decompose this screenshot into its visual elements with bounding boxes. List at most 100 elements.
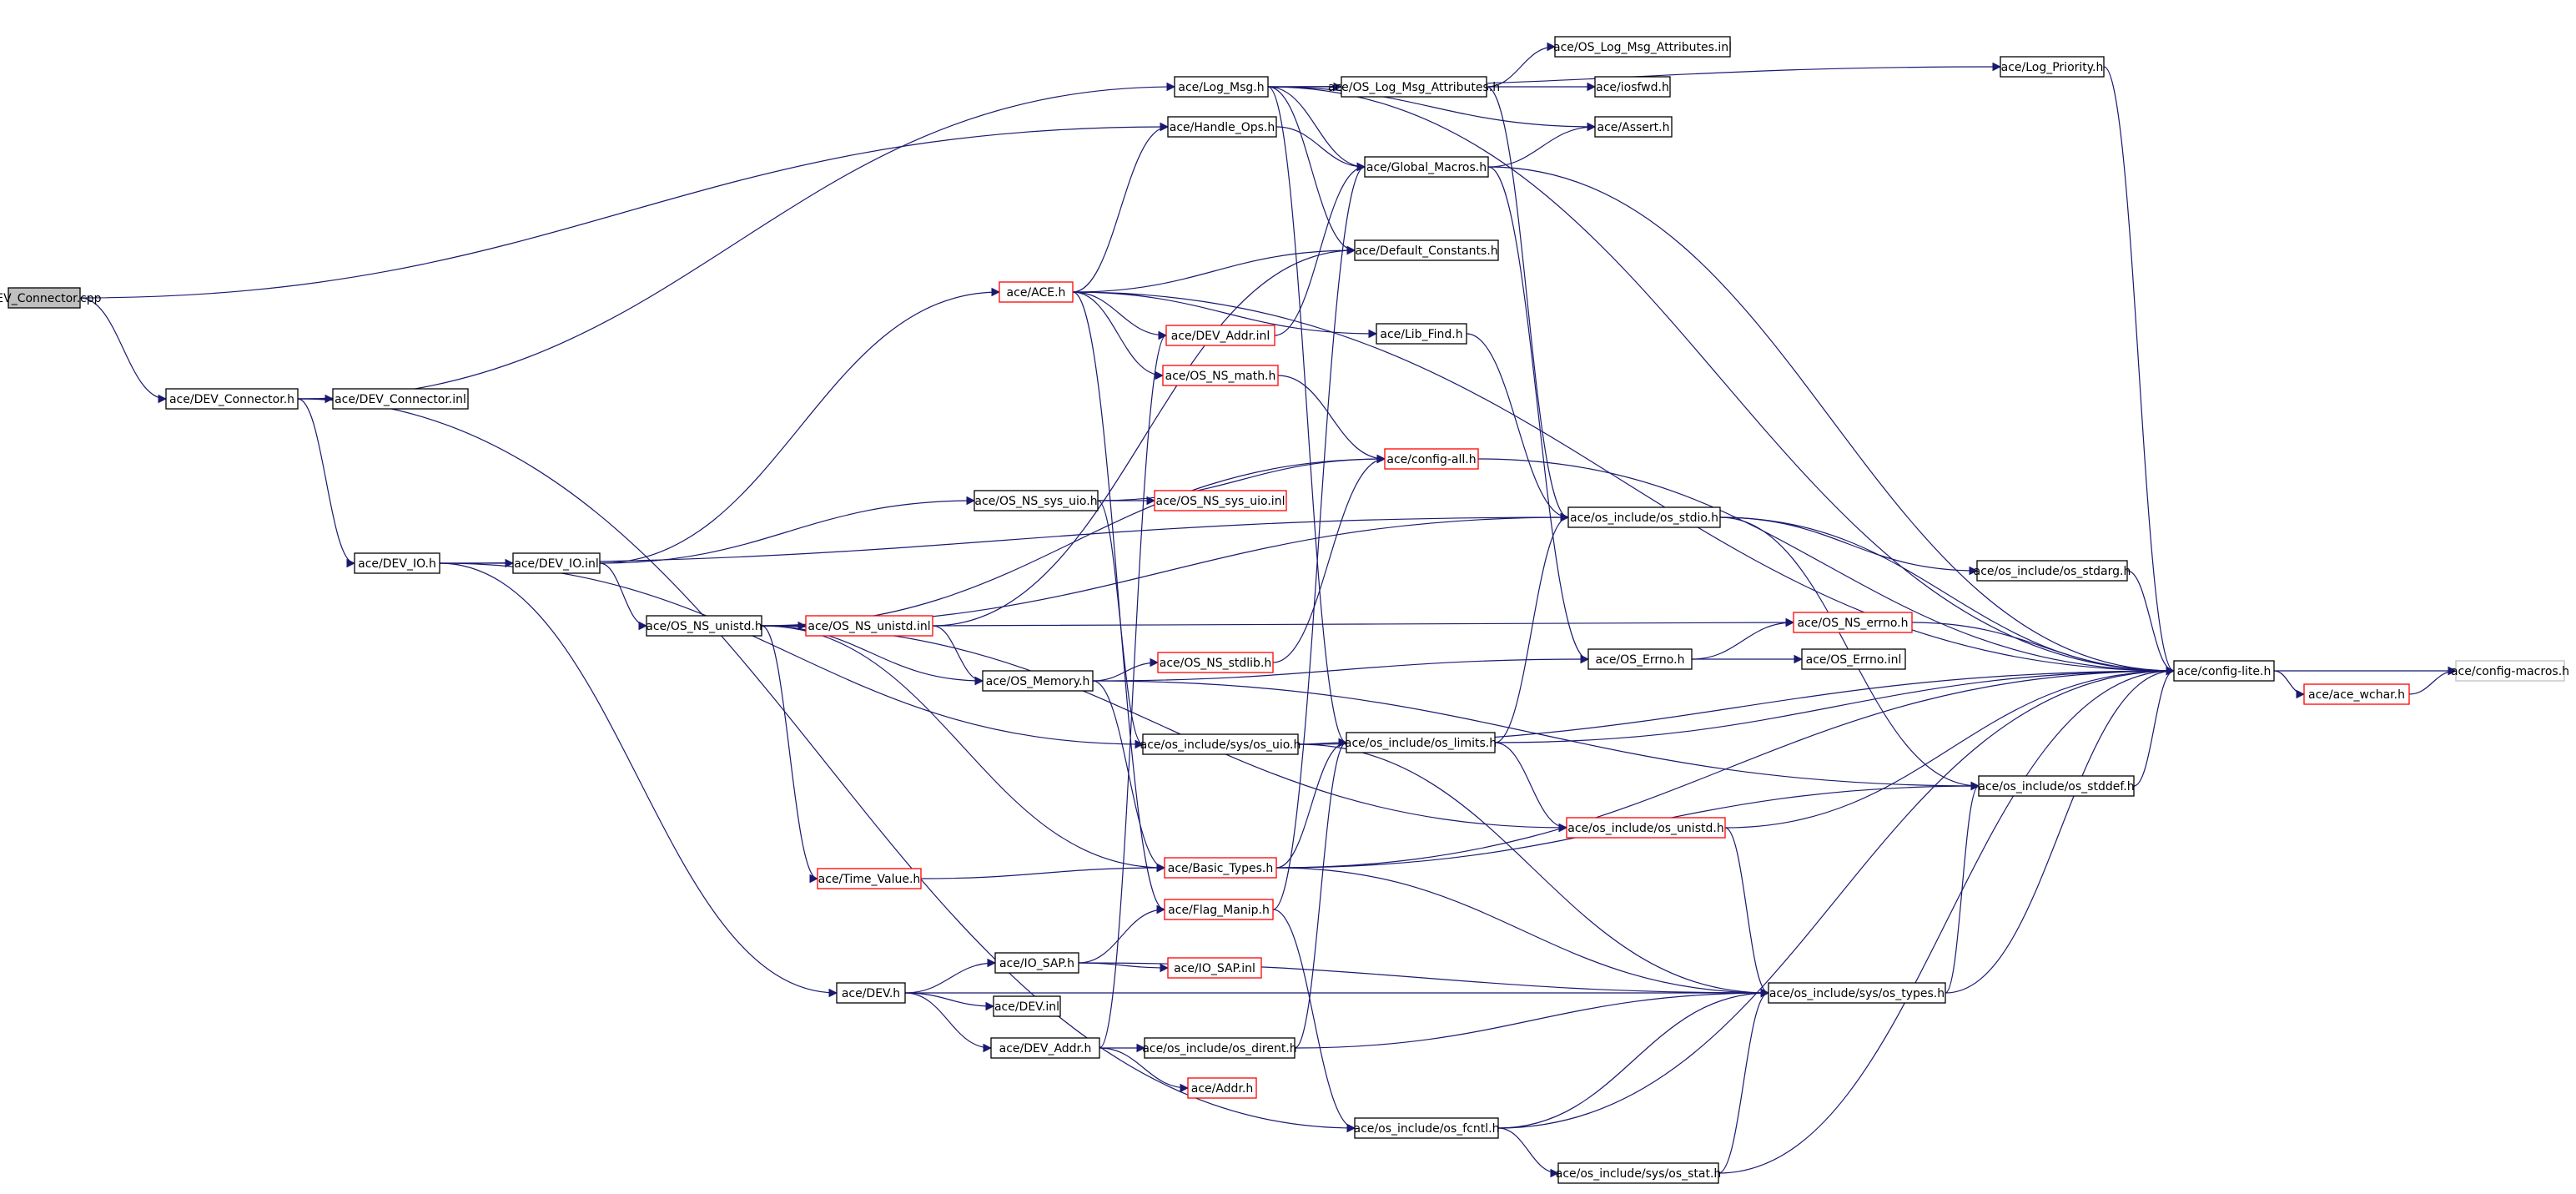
node-label: ace/DEV_IO.h bbox=[358, 557, 436, 571]
node-box bbox=[999, 281, 1074, 303]
dependency-edge bbox=[1486, 42, 1557, 88]
node-label: ace/OS_Memory.h bbox=[986, 675, 1090, 688]
header-file-node[interactable]: ace/os_include/os_stdio.h bbox=[1567, 506, 1721, 528]
header-file-node[interactable]: ace/OS_NS_stdlib.h bbox=[1157, 652, 1274, 673]
header-file-node[interactable]: ace/Assert.h bbox=[1594, 116, 1673, 138]
header-file-node[interactable]: ace/os_include/os_stdarg.h bbox=[1974, 560, 2131, 582]
dependency-edge bbox=[1297, 743, 1770, 998]
header-file-node[interactable]: ace/DEV.inl bbox=[993, 995, 1061, 1017]
header-file-node[interactable]: ace/OS_NS_errno.h bbox=[1793, 612, 1913, 633]
node-layer: DEV_Connector.cpp ace/DEV_Connector.h ace/… bbox=[0, 36, 2569, 1184]
header-file-node[interactable]: ace/os_include/os_limits.h bbox=[1345, 732, 1497, 753]
header-file-node[interactable]: ace/OS_Errno.inl bbox=[1801, 648, 1906, 670]
dependency-edge bbox=[904, 992, 993, 1053]
node-label: ace/Log_Msg.h bbox=[1178, 81, 1264, 94]
header-file-node[interactable]: ace/os_include/os_unistd.h bbox=[1566, 817, 1726, 839]
header-file-node[interactable]: ace/config-lite.h bbox=[2173, 660, 2275, 682]
header-file-node[interactable]: ace/Log_Msg.h bbox=[1174, 76, 1269, 98]
dependency-edge bbox=[1099, 1047, 1190, 1093]
header-file-node[interactable]: ace/os_include/os_stddef.h bbox=[1978, 775, 2135, 797]
header-file-node[interactable]: ace/Default_Constants.h bbox=[1354, 239, 1499, 261]
node-label: ace/Assert.h bbox=[1597, 121, 1670, 134]
dependency-edge bbox=[1072, 122, 1170, 293]
dependency-edge bbox=[1272, 909, 1356, 1133]
edge-layer bbox=[79, 42, 2458, 1178]
header-file-node[interactable]: ace/OS_Memory.h bbox=[982, 670, 1094, 692]
node-label: ace/os_include/sys/os_types.h bbox=[1769, 987, 1945, 1000]
header-file-node[interactable]: ace/Global_Macros.h bbox=[1364, 156, 1489, 178]
dependency-edge bbox=[2103, 66, 2176, 676]
dependency-edge bbox=[1275, 738, 1348, 869]
dependency-edge bbox=[1487, 166, 2176, 676]
node-label: ace/OS_NS_sys_uio.h bbox=[974, 495, 1097, 508]
header-file-node[interactable]: ace/DEV_Connector.inl bbox=[332, 388, 469, 410]
header-file-node[interactable]: ace/IO_SAP.inl bbox=[1167, 957, 1262, 979]
header-file-node[interactable]: ace/os_include/os_dirent.h bbox=[1142, 1037, 1297, 1059]
header-file-node[interactable]: ace/Flag_Manip.h bbox=[1164, 899, 1274, 920]
node-box bbox=[2173, 660, 2275, 682]
header-file-node[interactable]: ace/config-all.h bbox=[1384, 448, 1479, 470]
dependency-edge bbox=[1275, 126, 1366, 172]
header-file-node[interactable]: ace/Addr.h bbox=[1187, 1077, 1257, 1099]
node-box bbox=[993, 995, 1061, 1017]
node-label: ace/OS_Errno.h bbox=[1596, 653, 1685, 667]
dependency-edge bbox=[599, 496, 976, 564]
header-file-node[interactable]: ace/IO_SAP.h bbox=[994, 952, 1079, 974]
node-box bbox=[1768, 982, 1946, 1004]
node-label: ace/os_include/os_limits.h bbox=[1345, 737, 1497, 750]
dependency-edge bbox=[1724, 666, 2176, 829]
node-box bbox=[1341, 76, 1487, 98]
node-box bbox=[836, 982, 906, 1004]
header-file-node[interactable]: ace/Time_Value.h bbox=[817, 868, 922, 889]
node-box bbox=[1566, 817, 1726, 839]
dependency-edge bbox=[1092, 657, 1160, 682]
node-box bbox=[2000, 56, 2105, 78]
node-box bbox=[1142, 733, 1299, 755]
header-file-node[interactable]: ace/DEV.h bbox=[836, 982, 906, 1004]
header-file-node[interactable]: ace/os_include/sys/os_uio.h bbox=[1140, 733, 1301, 755]
header-file-node[interactable]: ace/Handle_Ops.h bbox=[1167, 116, 1277, 138]
dependency-edge bbox=[1072, 291, 1168, 340]
header-file-node[interactable]: ace/ace_wchar.h bbox=[2303, 683, 2410, 705]
header-file-node[interactable]: ace/OS_Log_Msg_Attributes.inl bbox=[1553, 36, 1732, 58]
dependency-edge bbox=[1494, 512, 1570, 743]
header-file-node[interactable]: ace/OS_NS_math.h bbox=[1162, 365, 1279, 386]
header-file-node[interactable]: ace/Basic_Types.h bbox=[1164, 857, 1277, 879]
node-label: ace/ace_wchar.h bbox=[2308, 688, 2405, 702]
node-label: ace/Flag_Manip.h bbox=[1168, 904, 1270, 917]
dependency-edge bbox=[1272, 162, 1366, 910]
header-file-node[interactable]: ace/iosfwd.h bbox=[1594, 76, 1671, 98]
node-label: ace/os_include/os_dirent.h bbox=[1142, 1042, 1296, 1055]
header-file-node[interactable]: ace/OS_Errno.h bbox=[1587, 648, 1693, 670]
dependency-edge bbox=[439, 512, 1570, 564]
header-file-node[interactable]: ace/DEV_Connector.h bbox=[165, 388, 299, 410]
dependency-edge bbox=[1497, 988, 1770, 1129]
header-file-node[interactable]: ace/config-macros.h bbox=[2451, 660, 2569, 682]
node-box bbox=[1162, 365, 1279, 386]
header-file-node[interactable]: ace/os_include/sys/os_types.h bbox=[1768, 982, 1946, 1004]
node-box bbox=[1376, 323, 1467, 345]
header-file-node[interactable]: ace/OS_Log_Msg_Attributes.h bbox=[1328, 76, 1500, 98]
root-node[interactable]: DEV_Connector.cpp bbox=[0, 287, 102, 309]
header-file-node[interactable]: ace/OS_NS_sys_uio.h bbox=[974, 490, 1099, 511]
header-file-node[interactable]: ace/Log_Priority.h bbox=[2000, 56, 2105, 78]
header-file-node[interactable]: ace/OS_NS_sys_uio.inl bbox=[1154, 490, 1287, 511]
header-file-node[interactable]: ace/os_include/os_fcntl.h bbox=[1354, 1117, 1500, 1139]
header-file-node[interactable]: ace/DEV_Addr.inl bbox=[1165, 325, 1275, 346]
header-file-node[interactable]: ace/Lib_Find.h bbox=[1376, 323, 1467, 345]
dependency-edge bbox=[1691, 617, 1795, 660]
header-file-node[interactable]: ace/DEV_IO.h bbox=[354, 552, 440, 574]
header-file-node[interactable]: ace/DEV_Addr.h bbox=[990, 1037, 1100, 1059]
node-label: ace/Time_Value.h bbox=[818, 873, 921, 886]
header-file-node[interactable]: ace/OS_NS_unistd.inl bbox=[805, 615, 933, 637]
dependency-edge bbox=[1486, 86, 1570, 522]
header-file-node[interactable]: ace/os_include/sys/os_stat.h bbox=[1556, 1162, 1722, 1184]
header-file-node[interactable]: ace/DEV_IO.inl bbox=[512, 552, 601, 574]
node-box bbox=[817, 868, 922, 889]
header-file-node[interactable]: ace/ACE.h bbox=[999, 281, 1074, 303]
node-box bbox=[974, 490, 1099, 511]
node-box bbox=[165, 388, 299, 410]
node-label: ace/Lib_Find.h bbox=[1380, 328, 1462, 341]
header-file-node[interactable]: ace/OS_NS_unistd.h bbox=[646, 615, 762, 637]
